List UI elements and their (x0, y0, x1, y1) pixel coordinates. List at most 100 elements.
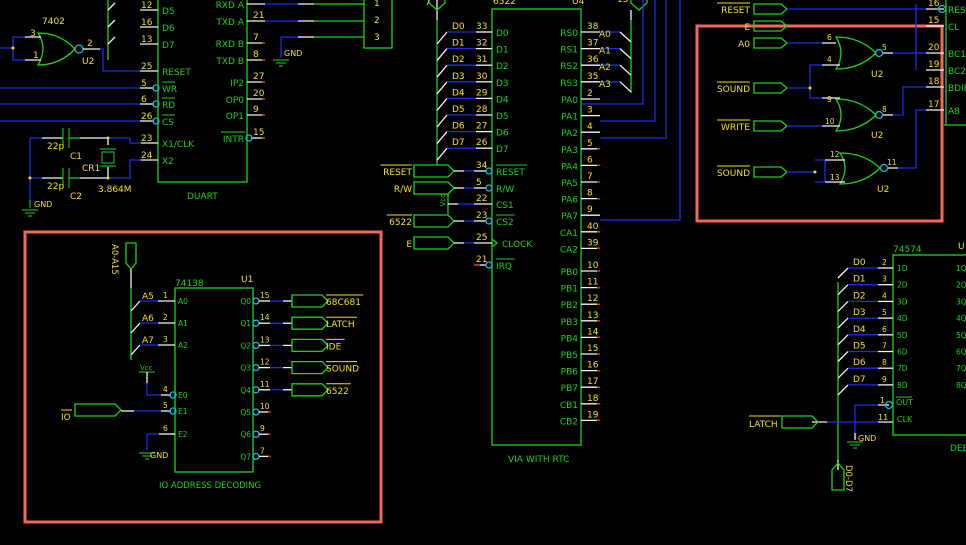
net-label: D1 (853, 275, 866, 285)
chip-title: VIA WITH RTC (508, 455, 569, 465)
wire-segment (837, 317, 849, 329)
inverter-bubble (252, 452, 260, 461)
pin-num: 9 (827, 95, 832, 104)
pin-name: OUT (896, 398, 913, 407)
pin-num: 25 (141, 62, 152, 72)
nor-gate-7402[interactable]: 7402 3 1 2 U2 (30, 17, 94, 67)
pin-name: 4D (897, 314, 908, 323)
pin-name: RXD B (216, 40, 244, 50)
net-label: D2 (853, 291, 866, 301)
pin-name: X1/CLK (162, 140, 195, 150)
wire-segment (837, 284, 849, 296)
pin-num: 31 (476, 55, 487, 65)
c1-ref: C1 (70, 152, 82, 162)
net-label: D0 (452, 22, 465, 32)
pin-name: Q1 (240, 319, 251, 328)
pin-name: 2D (897, 281, 908, 290)
net-label: A0 (599, 30, 611, 40)
pin-num: 15 (260, 291, 270, 300)
pin-num: 9 (260, 424, 265, 433)
pin-num: 14 (587, 327, 599, 337)
pin-name: CS2 (496, 218, 514, 228)
net-port[interactable] (753, 82, 789, 94)
ref-label: U2 (871, 131, 883, 141)
pin-num: 6 (587, 155, 593, 165)
pin-num: 24 (141, 151, 153, 161)
net-port[interactable] (753, 120, 789, 132)
net-port[interactable] (291, 316, 329, 330)
pin-name: D1 (496, 46, 509, 56)
pin-num: 22 (476, 194, 487, 204)
pin-num: 13 (587, 311, 598, 321)
latch-chip[interactable]: 74574 U DEB (892, 242, 966, 454)
inverter-bubble (252, 386, 260, 394)
port-label: SOUND (717, 85, 750, 95)
pin-num: 9 (253, 105, 259, 115)
pin-num: 9 (882, 375, 887, 384)
pin-num: 5 (141, 79, 147, 89)
pin-name: E0 (178, 391, 188, 400)
decoder-chip[interactable]: 74138 U1 IO ADDRESS DECODING (159, 275, 261, 491)
pin-num: 12 (260, 358, 270, 367)
pin-name: 1D (897, 264, 908, 273)
net-port[interactable] (413, 164, 455, 178)
wire-segment (619, 31, 632, 43)
net-port[interactable] (413, 181, 455, 195)
pin-name: D7 (162, 41, 175, 51)
pin-num: 15 (928, 16, 939, 26)
bus-label: 15 (617, 0, 628, 5)
sound-gates[interactable] (834, 36, 889, 185)
net-port[interactable] (753, 3, 789, 15)
pin-name: RS0 (560, 29, 578, 39)
pin-num: 26 (476, 138, 488, 148)
pin-name: D6 (162, 24, 175, 34)
highlight-box-sound-logic (695, 24, 944, 223)
pin-num: 23 (476, 211, 487, 221)
pin-name: IRQ (496, 262, 512, 272)
pin-name: RD (162, 101, 175, 111)
net-label: A6 (142, 314, 154, 324)
pin-num: 33 (476, 22, 487, 32)
wire-segment (837, 267, 849, 279)
via-chip[interactable]: 6522 U4 VIA WITH RTC (491, 0, 585, 465)
net-port[interactable] (413, 214, 455, 228)
pin-name: PB7 (561, 384, 578, 394)
wire-segment (436, 48, 448, 62)
pin-name: 2Q (956, 281, 966, 290)
duart-chip[interactable]: DUART (157, 0, 248, 202)
serial-connector[interactable]: 1 2 3 (363, 0, 393, 49)
pin-num: 5 (476, 178, 482, 188)
pin-name: CS (162, 118, 174, 128)
net-port[interactable] (291, 383, 329, 397)
pin-num: 34 (476, 161, 488, 171)
pin-num: 3 (882, 275, 887, 284)
net-port[interactable] (291, 338, 329, 353)
pin-name: 6D (897, 348, 908, 357)
net-port[interactable] (291, 360, 329, 375)
net-port[interactable] (753, 20, 789, 32)
port-label: 6522 (389, 218, 412, 228)
pin-name: A2 (178, 341, 188, 350)
pin-num: 10 (825, 117, 835, 126)
pin-num: 14 (260, 313, 270, 322)
pin-name: PA6 (561, 196, 578, 206)
pin-num: 7 (882, 342, 887, 351)
pin-name: PA1 (561, 113, 578, 123)
gnd-label: GND (34, 200, 52, 209)
pin-num: 5 (163, 401, 168, 410)
pin-name: 5Q (956, 331, 966, 340)
pin-name: PA2 (561, 129, 578, 139)
pin-num: 13 (830, 173, 840, 182)
pin-name: RESET (496, 168, 525, 178)
port-label: WRITE (721, 123, 750, 133)
inverter-bubble (152, 100, 160, 108)
net-port[interactable] (753, 166, 789, 178)
net-port[interactable] (413, 236, 455, 250)
pin-num: 21 (476, 255, 487, 265)
pin-name: WR (162, 85, 177, 95)
net-port[interactable] (753, 37, 789, 49)
net-port[interactable] (291, 294, 329, 308)
wire-segment (436, 131, 448, 145)
pin-name: RS2 (560, 62, 578, 72)
